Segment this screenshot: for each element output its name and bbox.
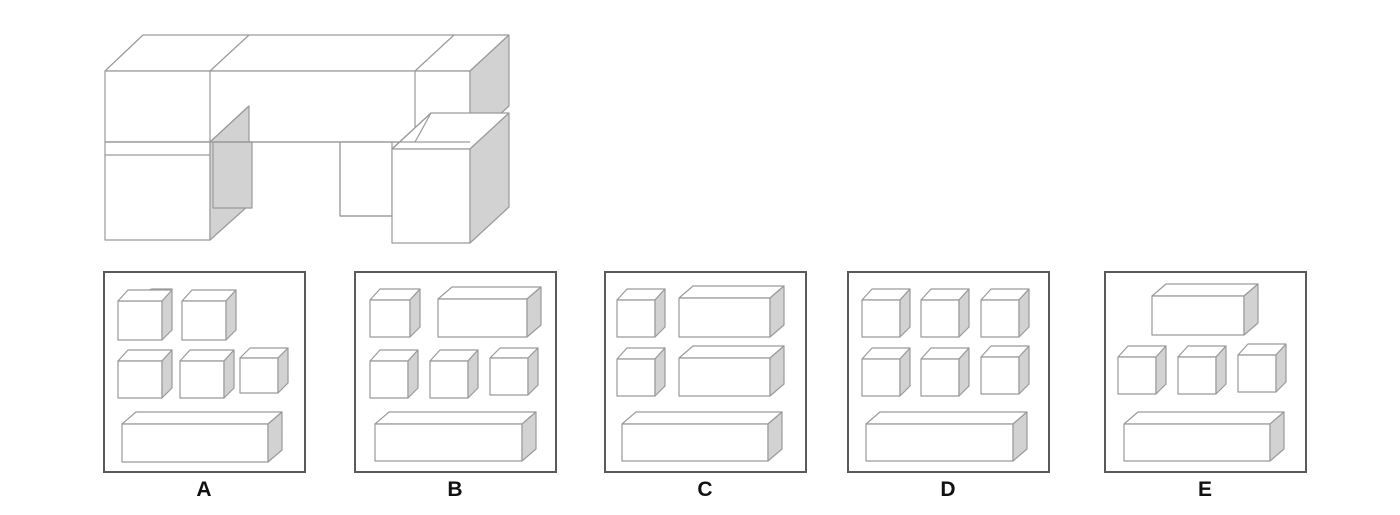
option-d-piece-cube: [980, 288, 1030, 338]
option-a-piece-cube: [181, 289, 237, 341]
option-d-piece-cube: [980, 345, 1030, 395]
option-b-group[interactable]: [354, 271, 557, 473]
option-e-piece-cube: [1177, 345, 1227, 395]
option-e-piece-long-bar: [1123, 411, 1285, 462]
option-d-group[interactable]: [847, 271, 1050, 473]
slab-back-left-edge: [104, 34, 144, 72]
option-c-group[interactable]: [604, 271, 807, 473]
left-leg-front-face: [104, 141, 211, 241]
left-leg-side-top-edge: [209, 105, 250, 143]
option-c-piece-cube: [616, 288, 666, 338]
option-b-piece-cube: [429, 349, 479, 399]
option-d-piece-long-bar: [865, 411, 1028, 462]
option-b-piece-medium-bar: [437, 286, 542, 338]
option-a-piece-long-bar: [121, 411, 283, 463]
option-label-d: D: [940, 478, 956, 501]
option-c-piece-long-bar: [621, 411, 783, 462]
option-label-e: E: [1197, 478, 1212, 501]
slab-left-column-top-divider: [209, 34, 250, 72]
option-a-piece-cube: [239, 347, 289, 394]
option-a-group[interactable]: [103, 271, 306, 473]
option-d-piece-cube: [861, 347, 911, 397]
option-b-piece-cube: [489, 347, 539, 396]
slab-bottom-to-right-leg: [414, 112, 432, 143]
option-e-piece-cube: [1237, 343, 1287, 393]
3d-assembled-shape: [104, 34, 510, 244]
option-a-piece-cube: [117, 288, 173, 341]
left-leg-inner-shade-face: [212, 141, 253, 209]
option-label-c: C: [697, 478, 713, 501]
right-leg-right-face: [469, 112, 510, 244]
option-d-piece-cube: [920, 347, 970, 397]
option-label-b: B: [447, 478, 463, 501]
option-a-piece-cube: [179, 349, 235, 399]
option-c-piece-medium-bar: [678, 285, 785, 338]
option-e-piece-cube: [1117, 345, 1167, 395]
slab-right-column-top-divider: [414, 34, 455, 72]
hollow-inner-face: [339, 141, 393, 217]
option-c-piece-medium-bar: [678, 345, 785, 397]
option-e-group[interactable]: [1104, 271, 1307, 473]
option-b-piece-cube: [369, 349, 419, 399]
option-a-piece-cube: [117, 349, 173, 399]
option-e-piece-medium-bar: [1151, 283, 1259, 336]
option-b-piece-cube: [369, 288, 421, 338]
right-leg-front-face: [391, 148, 471, 244]
option-b-piece-long-bar: [374, 411, 537, 462]
option-label-a: A: [196, 478, 212, 501]
option-d-piece-cube: [920, 288, 970, 338]
option-c-piece-cube: [616, 347, 666, 397]
right-leg-back-connector: [391, 112, 432, 150]
option-d-piece-cube: [861, 288, 911, 338]
